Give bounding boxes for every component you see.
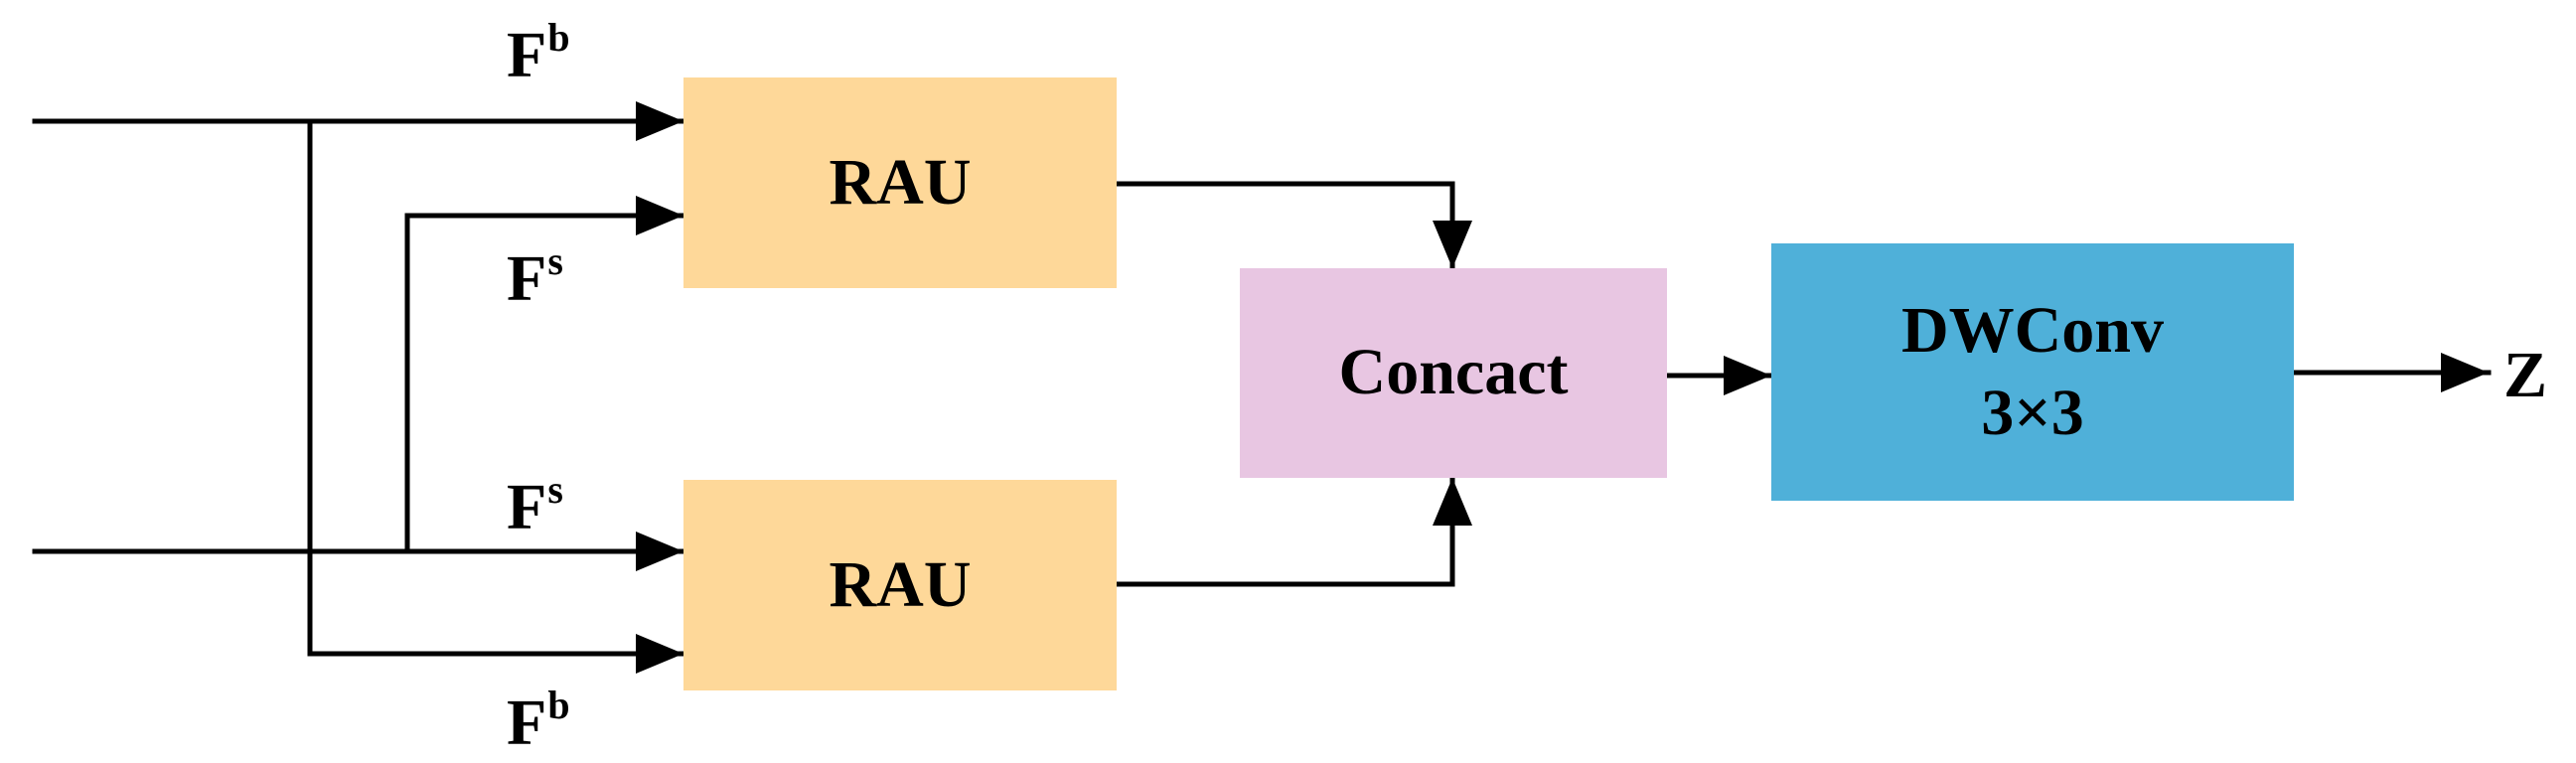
feature-label-fb-top-base: F xyxy=(507,19,547,91)
output-label-text: Z xyxy=(2503,339,2548,411)
feature-label-fs-bottom-sup: s xyxy=(547,467,563,512)
feature-label-fs-top-sup: s xyxy=(547,238,563,283)
rau-block-bottom-label: RAU xyxy=(829,547,972,621)
edge-rau-top-to-concat xyxy=(1114,181,1472,271)
output-label: Z xyxy=(2503,343,2547,408)
feature-label-fs-bottom-base: F xyxy=(507,471,547,543)
rau-block-top-label: RAU xyxy=(829,145,972,219)
concat-block-label: Concact xyxy=(1338,336,1569,409)
feature-label-fb-bottom: Fb xyxy=(507,686,570,756)
rau-block-top: RAU xyxy=(683,77,1117,288)
feature-label-fb-top: Fb xyxy=(507,18,570,88)
feature-label-fs-top-base: F xyxy=(507,242,547,315)
feature-label-fs-top: Fs xyxy=(507,241,563,312)
feature-label-fs-bottom: Fs xyxy=(507,470,563,540)
rau-block-bottom: RAU xyxy=(683,480,1117,690)
feature-label-fb-top-sup: b xyxy=(547,15,570,60)
feature-label-fb-bottom-base: F xyxy=(507,687,547,759)
dwconv-kernel-size: 3×3 xyxy=(1981,376,2084,449)
dwconv-block: DWConv 3×3 xyxy=(1771,243,2294,501)
concat-block: Concact xyxy=(1240,268,1667,478)
feature-label-fb-bottom-sup: b xyxy=(547,683,570,727)
edge-rau-bottom-to-concat xyxy=(1114,475,1472,587)
dwconv-block-label: DWConv xyxy=(1900,294,2165,367)
